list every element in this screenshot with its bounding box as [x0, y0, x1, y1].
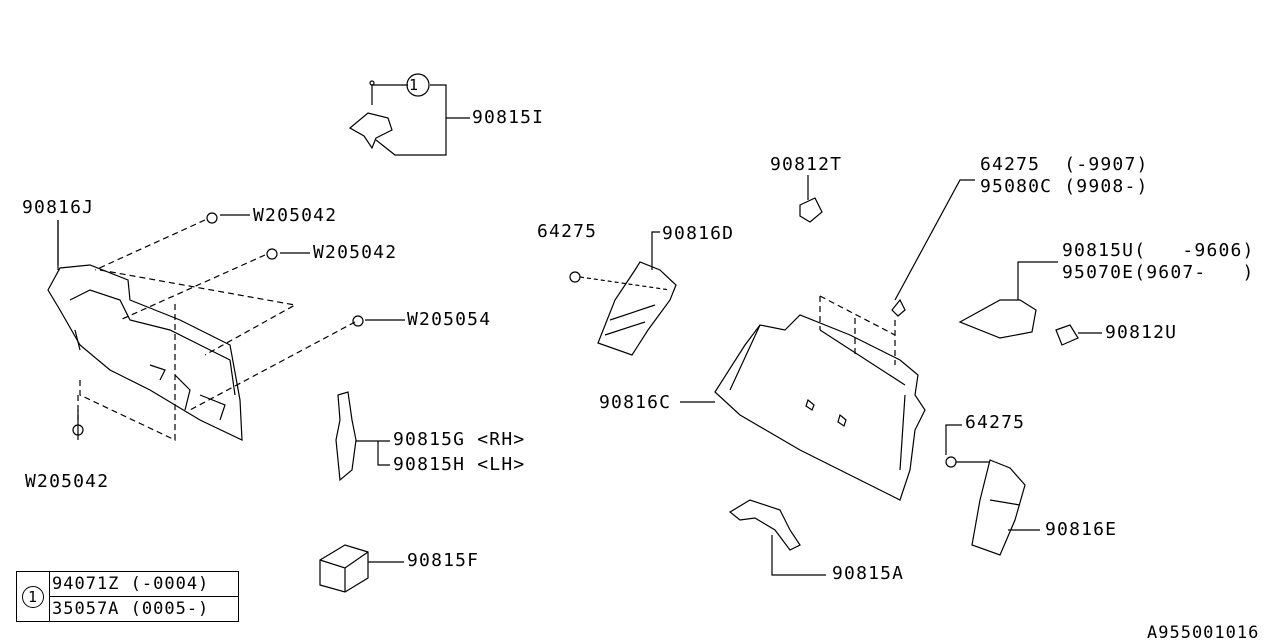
part-90815I-drawing	[348, 80, 470, 156]
diagram-id: A955001016	[1147, 623, 1260, 640]
part-90815U-drawing	[958, 261, 1058, 339]
label-90816C: 90816C	[599, 392, 672, 413]
part-90816D-drawing	[569, 231, 677, 356]
part-90816E-drawing	[945, 424, 1040, 556]
callout-marker: 1	[409, 76, 420, 94]
part-90816C-drawing	[680, 295, 926, 501]
label-w205054: W205054	[407, 309, 492, 330]
label-90815U: 90815U( -9606)	[1062, 240, 1255, 261]
label-64275-a: 64275	[537, 221, 598, 242]
label-90816E: 90816E	[1045, 519, 1118, 540]
legend-row: 1 94071Z (-0004)	[16, 571, 239, 622]
label-95070E: 95070E(9607- )	[1062, 262, 1255, 283]
legend-marker-cell: 1	[16, 571, 50, 622]
label-w205042-b: W205042	[313, 242, 398, 263]
callout-circle	[406, 73, 430, 97]
label-64275-b: 64275 (-9907)	[980, 154, 1149, 175]
label-w205042-a: W205042	[253, 205, 338, 226]
label-w205042-c: W205042	[25, 471, 110, 492]
label-90815F: 90815F	[407, 550, 480, 571]
legend-entry: 35057A (0005-)	[49, 596, 239, 622]
label-90816J: 90816J	[22, 197, 95, 218]
part-90815F-drawing	[319, 544, 404, 593]
label-90815A: 90815A	[832, 563, 905, 584]
legend-entry: 94071Z (-0004)	[49, 571, 239, 597]
label-90815H: 90815H <LH>	[393, 454, 526, 475]
legend-row: 35057A (0005-)	[17, 596, 239, 622]
part-90815A-drawing	[728, 499, 826, 576]
part-90815GH-drawing	[335, 391, 390, 482]
label-90816D: 90816D	[662, 223, 735, 244]
part-90812T-drawing	[799, 175, 823, 223]
part-90816J-drawing	[47, 212, 405, 441]
label-90815G: 90815G <RH>	[393, 429, 526, 450]
label-64275-c: 64275	[965, 412, 1026, 433]
label-95080C: 95080C (9908-)	[980, 176, 1149, 197]
label-90815I: 90815I	[472, 107, 545, 128]
part-90812U-drawing	[1055, 324, 1102, 346]
label-90812U: 90812U	[1105, 322, 1178, 343]
label-90812T: 90812T	[770, 154, 843, 175]
legend-table: 1 94071Z (-0004) 35057A (0005-)	[16, 571, 239, 622]
legend-marker: 1	[22, 585, 44, 608]
